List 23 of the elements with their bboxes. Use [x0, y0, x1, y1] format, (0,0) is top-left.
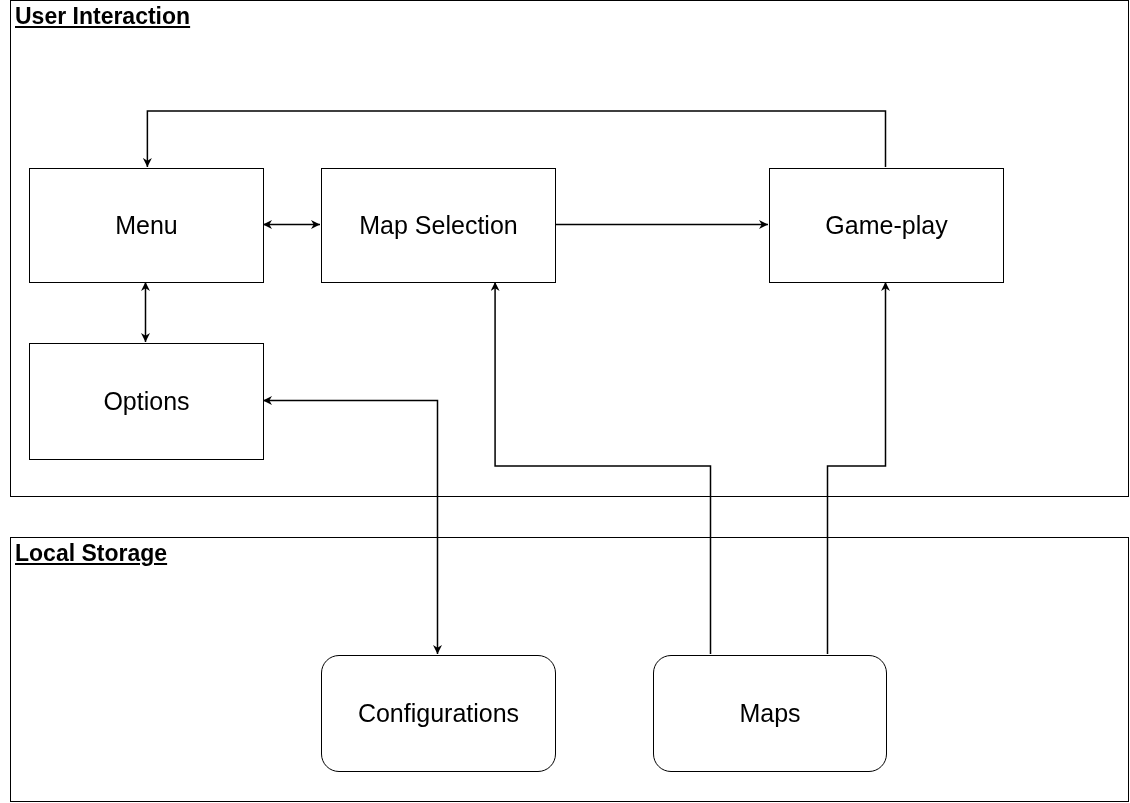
process-box: [29, 343, 264, 460]
box-label: Menu: [115, 211, 178, 240]
process-box: [769, 168, 1004, 283]
box-label: Maps: [739, 699, 801, 728]
panel-title: User Interaction: [15, 3, 191, 30]
arrow: [490, 281, 712, 655]
box-label: Game-play: [825, 211, 948, 240]
box-label: Options: [103, 387, 190, 416]
arrow: [142, 110, 887, 168]
arrow: [554, 220, 769, 229]
arrow: [262, 220, 321, 229]
storage-box: [321, 655, 556, 772]
arrow: [141, 281, 150, 343]
box-label: Map Selection: [359, 211, 518, 240]
storage-box: [653, 655, 887, 772]
arrow: [262, 396, 442, 655]
process-box: [29, 168, 264, 283]
process-box: [321, 168, 556, 283]
panel-title: Local Storage: [15, 540, 168, 567]
arrow: [826, 281, 890, 655]
box-label: Configurations: [357, 699, 520, 728]
group-panel: [10, 537, 1129, 802]
group-panel: [10, 0, 1129, 497]
